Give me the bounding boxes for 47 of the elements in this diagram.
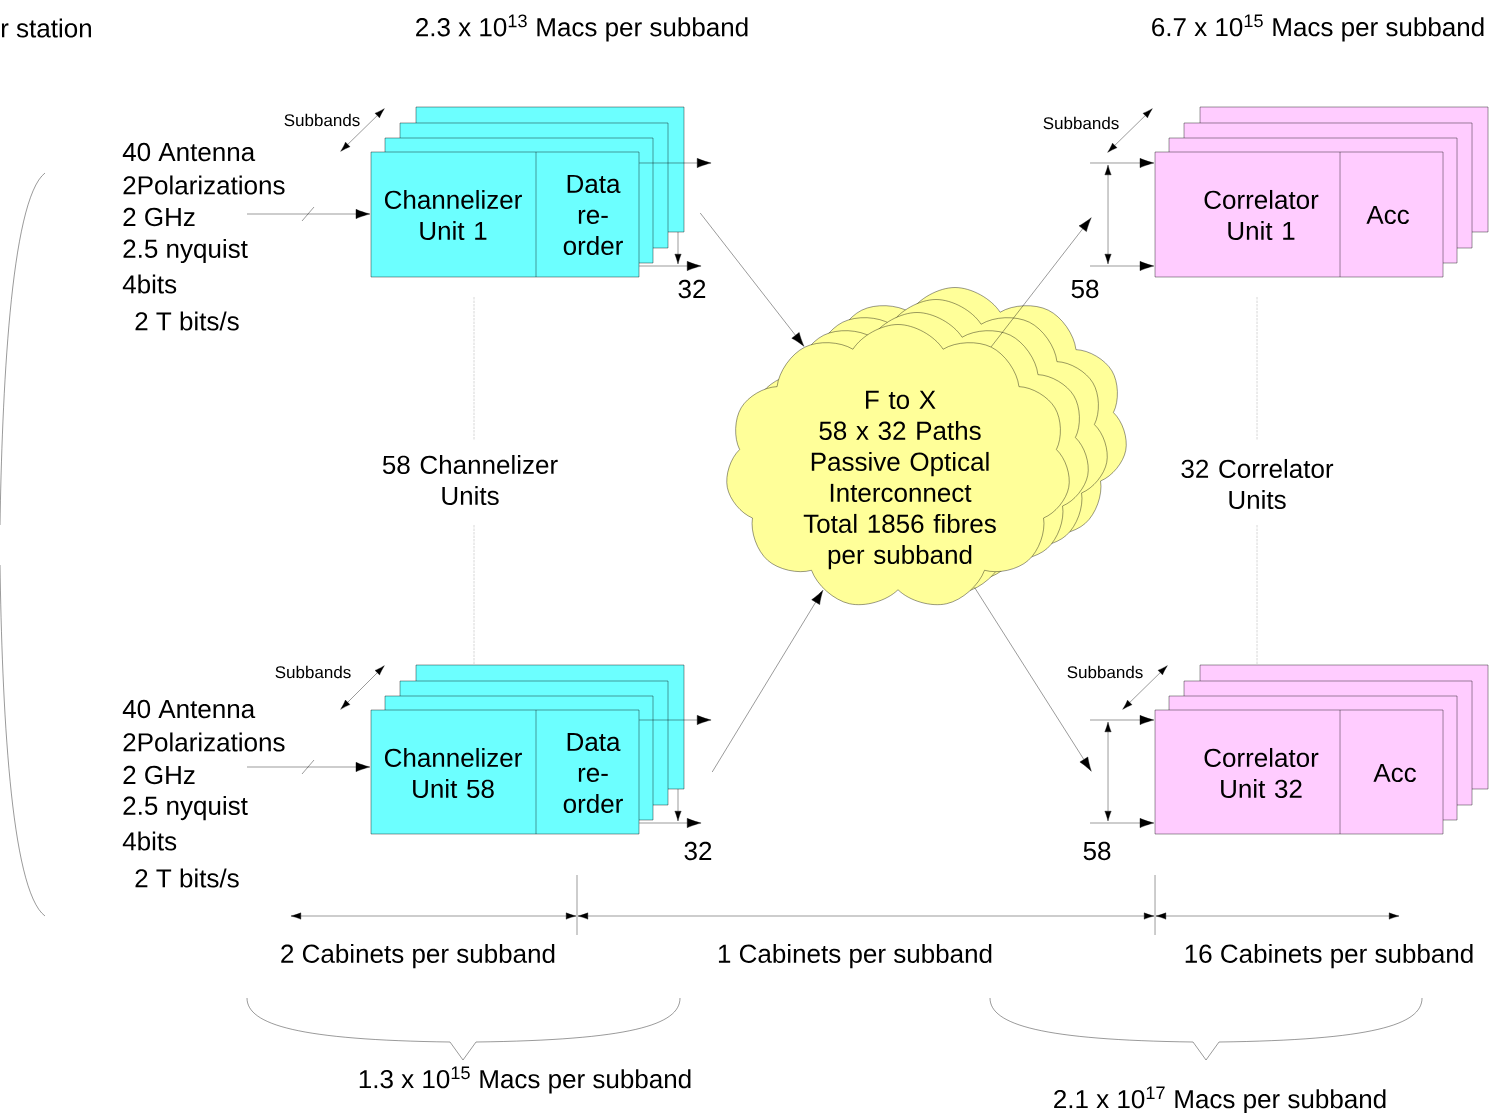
spec-text: 2.5 nyquist [123,795,248,821]
axis-label: Subbands [1067,665,1143,679]
arrow [990,217,1092,348]
spec-text: 2Polarizations [123,732,285,752]
channelizer-stack: Channelizer Unit 58 Data re-order [370,664,685,835]
dimension-label: 16 Cabinets per subband [1185,943,1473,969]
spec-text: 2Polarizations [123,175,285,195]
arrow [974,587,1092,772]
arrow [639,158,712,168]
edge-label: 32 [682,840,714,862]
axis-label: Subbands [275,665,351,679]
spec-text: 4bits [122,274,177,294]
arrow [1089,261,1155,271]
arrow [639,261,702,271]
arrow [639,818,702,828]
heading-text: 6.7 x 10$^{15}$ Macs per subband [1152,14,1484,42]
rate-text: 2 T bits/s [135,868,239,888]
arrow [1089,158,1155,168]
axis-label: Subbands [1043,116,1119,130]
spec-text: 2 GHz [123,207,195,227]
spec-text: 40 Antenna [122,699,256,719]
heading-text: r station [1,18,91,38]
arrow [1089,818,1155,828]
count-label: 32 Correlator Units [1181,458,1334,510]
arrow [246,206,371,222]
arrow [1089,715,1155,725]
dimension-label: 1 Cabinets per subband [718,943,992,969]
total-text: 2.1 x 10$^{17}$ Macs per subband [1054,1086,1386,1113]
arrow [712,590,824,773]
edge-label: 58 [1081,840,1113,862]
heading-text: 2.3 x 10$^{13}$ Macs per subband [416,14,748,42]
spec-text: 40 Antenna [122,142,256,162]
total-text: 1.3 x 10$^{15}$ Macs per subband [359,1066,691,1094]
count-label: 58 Channelizer Units [382,454,558,506]
arrow [639,715,712,725]
axis-label: Subbands [284,113,360,127]
arrow [700,212,805,347]
correlator-stack: Correlator Unit 1 Acc [1154,106,1489,278]
dimension-label: 2 Cabinets per subband [281,943,555,969]
channelizer-stack: Channelizer Unit 1 Data re-order [370,106,685,278]
arrow [246,759,371,775]
spec-text: 2.5 nyquist [123,238,248,264]
spec-text: 2 GHz [123,765,195,785]
spec-text: 4bits [122,831,177,851]
edge-label: 32 [676,278,708,300]
rate-text: 2 T bits/s [135,311,239,331]
correlator-stack: Correlator Unit 32 Acc [1154,664,1489,835]
